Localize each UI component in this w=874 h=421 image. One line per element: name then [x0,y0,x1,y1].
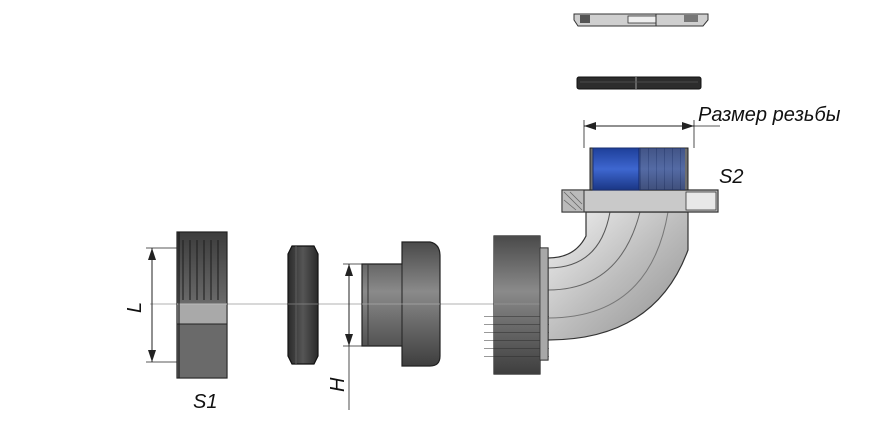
h-label: H [327,377,349,392]
seal-ring [287,245,319,365]
s1-label: S1 [193,391,217,413]
h-dimension: H [327,263,362,410]
elbow-fitting [484,147,719,375]
thread-size-dimension: Размер резьбы [583,104,841,148]
l-dimension: L [124,247,177,363]
sleeve-ferrule [361,241,441,367]
top-clip-part [573,13,709,27]
s2-label: S2 [719,166,743,188]
thread-insert-blue [592,147,640,191]
thread-size-label: Размер резьбы [698,104,841,126]
union-nut-s1 [176,231,228,379]
top-gasket-part [576,76,702,90]
l-label: L [124,302,146,313]
